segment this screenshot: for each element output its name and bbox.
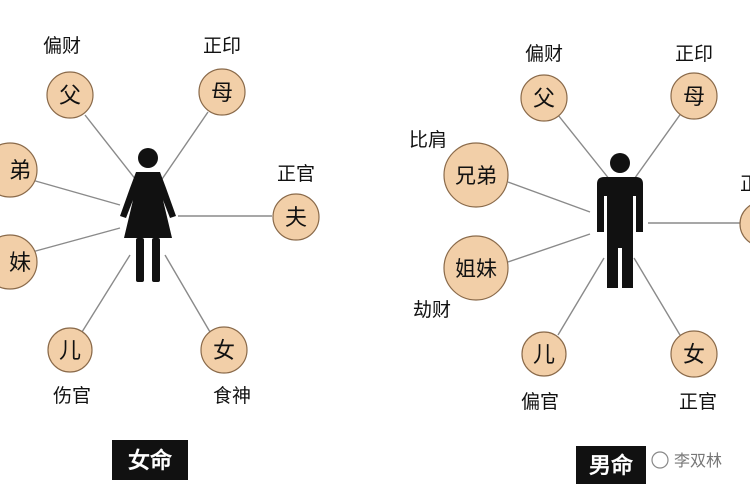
female-brother-label: 弟 xyxy=(9,159,31,184)
male-daughter-relation: 正官 xyxy=(679,391,717,413)
female-line-son xyxy=(81,254,131,333)
female-line-father xyxy=(84,114,141,186)
female-mother-label: 母 xyxy=(211,81,233,106)
male-title-text: 男命 xyxy=(589,453,634,479)
female-chart-title: 女命 xyxy=(112,440,188,480)
male-line-father xyxy=(557,114,611,181)
male-daughter-label: 女 xyxy=(683,343,705,368)
female-father-relation: 偏财 xyxy=(43,35,81,57)
female-chart: 父 偏财 母 正印 弟 妹 夫 正官 儿 伤官 女 食神 xyxy=(0,35,320,480)
male-line-mother xyxy=(631,111,683,183)
male-father-label: 父 xyxy=(533,87,555,112)
man-figure-icon xyxy=(597,153,643,288)
female-mother-relation: 正印 xyxy=(203,35,241,57)
male-chart: 父 偏财 母 正印 兄弟 比肩 姐妹 劫财 儿 偏官 女 正官 xyxy=(409,43,750,484)
female-node-husband: 夫 xyxy=(272,193,320,241)
female-line-brother xyxy=(31,179,121,206)
female-node-father: 父 xyxy=(46,71,94,119)
female-sister-label: 妹 xyxy=(9,251,31,276)
male-line-daughter xyxy=(633,257,681,336)
male-son-relation: 偏官 xyxy=(521,391,559,413)
female-daughter-relation: 食神 xyxy=(213,385,251,407)
male-right-relation: 正 xyxy=(740,173,750,195)
female-line-sister xyxy=(31,227,121,253)
female-node-daughter: 女 xyxy=(200,326,248,374)
female-node-son: 儿 xyxy=(47,327,93,373)
male-father-relation: 偏财 xyxy=(525,43,563,65)
female-line-mother xyxy=(157,111,209,186)
female-daughter-label: 女 xyxy=(213,339,235,364)
male-node-son: 儿 xyxy=(521,331,567,377)
female-son-relation: 伤官 xyxy=(53,385,91,407)
wechat-icon xyxy=(651,451,669,469)
male-sisters-label: 姐妹 xyxy=(455,257,497,281)
male-node-father: 父 xyxy=(520,74,568,122)
female-title-text: 女命 xyxy=(128,448,173,474)
watermark: 李双林 xyxy=(651,451,722,470)
male-brothers-relation: 比肩 xyxy=(409,129,447,151)
male-son-label: 儿 xyxy=(533,343,555,368)
male-line-son xyxy=(557,257,605,336)
male-mother-relation: 正印 xyxy=(675,43,713,65)
male-node-daughter: 女 xyxy=(670,330,718,378)
female-node-brother: 弟 xyxy=(0,142,38,198)
male-line-brothers xyxy=(507,181,591,213)
male-brothers-label: 兄弟 xyxy=(455,164,497,188)
female-node-mother: 母 xyxy=(198,68,246,116)
male-line-sisters xyxy=(507,233,591,263)
watermark-text: 李双林 xyxy=(674,451,722,470)
female-father-label: 父 xyxy=(59,84,81,109)
female-husband-relation: 正官 xyxy=(277,163,315,185)
male-node-brothers: 兄弟 xyxy=(443,142,509,208)
male-node-mother: 母 xyxy=(670,72,718,120)
woman-figure-icon xyxy=(120,148,176,282)
female-husband-label: 夫 xyxy=(285,206,307,231)
male-node-right-partial xyxy=(739,204,750,244)
male-node-sisters: 姐妹 xyxy=(443,235,509,301)
female-line-daughter xyxy=(164,254,211,333)
male-chart-title: 男命 xyxy=(576,446,646,484)
male-mother-label: 母 xyxy=(683,85,705,110)
female-son-label: 儿 xyxy=(59,339,81,364)
female-node-sister: 妹 xyxy=(0,234,38,290)
male-sisters-relation: 劫财 xyxy=(413,299,451,321)
